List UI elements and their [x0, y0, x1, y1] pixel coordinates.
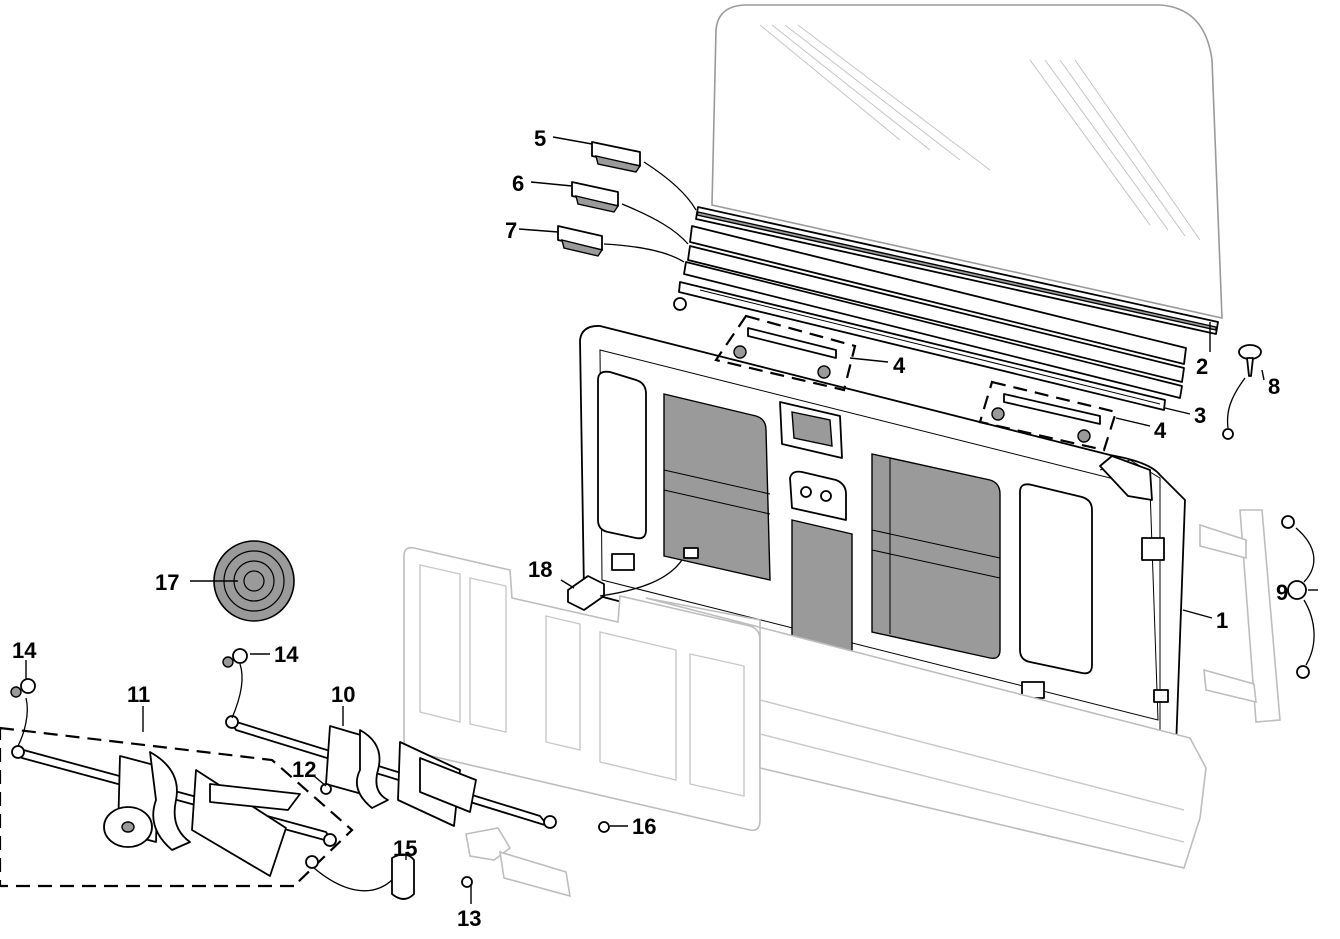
callout-3: 3	[1194, 403, 1206, 428]
tailgate-panel	[579, 325, 1186, 749]
callout-14-left: 14	[12, 638, 37, 663]
callout-labels: 5 6 7 4 2 8 3 4 1 9 17 18 14 14 11 10 12…	[12, 126, 1288, 931]
callout-17: 17	[155, 570, 179, 595]
window-regulator-right	[225, 715, 557, 829]
callout-16: 16	[632, 814, 656, 839]
callout-4-lower: 4	[1154, 418, 1167, 443]
callout-leaders	[25, 136, 1318, 904]
lower-tailgate-cap	[645, 597, 1207, 869]
callout-12: 12	[292, 757, 316, 782]
callout-13: 13	[457, 906, 481, 931]
callout-1: 1	[1216, 608, 1228, 633]
screw-8	[1222, 344, 1262, 440]
callout-14-right: 14	[274, 642, 299, 667]
glass-channel-strips	[678, 206, 1219, 411]
callout-10: 10	[331, 682, 355, 707]
callout-2: 2	[1196, 354, 1208, 379]
leader-curves	[17, 161, 1315, 892]
callout-5: 5	[534, 126, 546, 151]
callout-18: 18	[528, 557, 552, 582]
small-fasteners	[10, 297, 687, 900]
rear-window-glass	[711, 4, 1223, 320]
callout-11: 11	[127, 682, 150, 707]
regulator-motor	[465, 827, 571, 898]
callout-7: 7	[505, 218, 517, 243]
window-guide-bracket-lower	[978, 380, 1118, 452]
callout-6: 6	[512, 171, 524, 196]
callout-8: 8	[1268, 374, 1280, 399]
bolts-9	[1281, 515, 1310, 679]
glass-clips	[557, 141, 642, 257]
hinge-bracket	[1199, 509, 1281, 723]
callout-9: 9	[1276, 580, 1288, 605]
window-regulator-left	[0, 726, 354, 888]
callout-4-upper: 4	[893, 353, 906, 378]
callout-15: 15	[393, 836, 417, 861]
window-guide-bracket-upper	[714, 314, 857, 392]
